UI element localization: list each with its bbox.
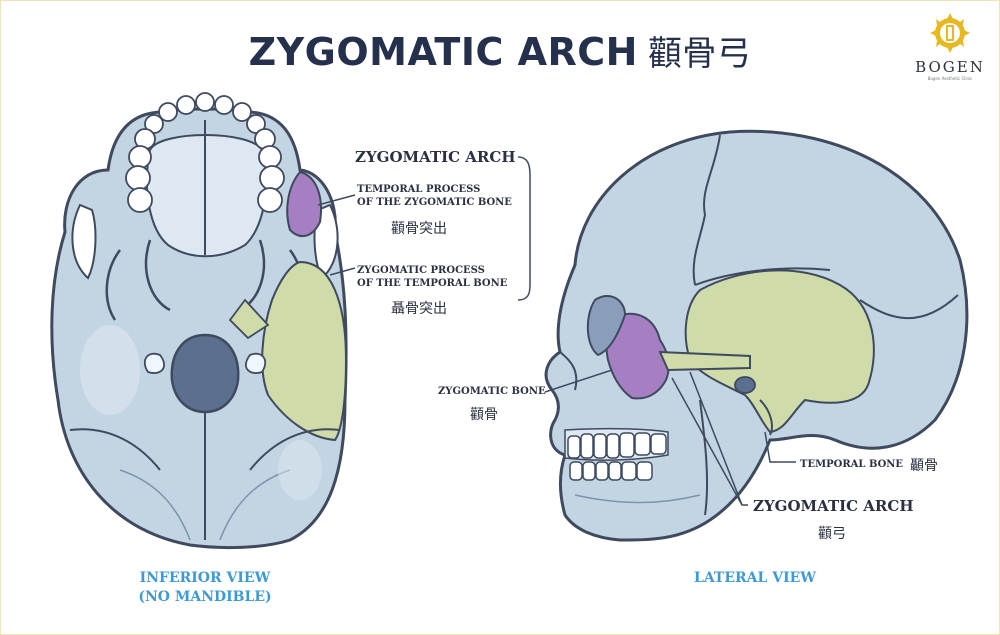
orbit bbox=[586, 295, 627, 357]
zygomatic-bone-label: ZYGOMATIC BONE bbox=[438, 386, 546, 397]
zygomatic-bone-lateral bbox=[605, 312, 670, 400]
inferior-arch-label: ZYGOMATIC ARCH bbox=[355, 148, 516, 166]
temporal-process-line2: OF THE ZYGOMATIC BONE bbox=[357, 197, 512, 208]
inferior-view-line2: (NO MANDIBLE) bbox=[138, 589, 272, 605]
temporal-bone-zh: 顳骨 bbox=[910, 458, 938, 474]
callout-lines bbox=[317, 156, 796, 506]
inferior-view-label: INFERIOR VIEW (NO MANDIBLE) bbox=[110, 569, 300, 607]
zygomatic-process-zh: 聶骨突出 bbox=[391, 301, 447, 317]
logo-name: BOGEN bbox=[915, 58, 985, 76]
lower-teeth-lateral bbox=[569, 461, 653, 481]
ear-canal bbox=[734, 376, 756, 394]
temporal-process-line1: TEMPORAL PROCESS bbox=[357, 184, 481, 195]
title-english: ZYGOMATIC ARCH bbox=[248, 30, 638, 74]
temporal-bone-label: TEMPORAL BONE bbox=[800, 459, 904, 470]
temporal-bone-inferior bbox=[261, 260, 348, 442]
zygomatic-bone-zh: 顴骨 bbox=[470, 407, 498, 423]
zygomatic-process-line1: ZYGOMATIC PROCESS bbox=[357, 265, 485, 276]
inferior-skull-outline bbox=[50, 107, 348, 550]
foramen-magnum bbox=[170, 333, 240, 414]
temporal-process-zh: 顴骨突出 bbox=[391, 221, 447, 237]
inferior-view-line1: INFERIOR VIEW bbox=[139, 570, 271, 586]
zygomatic-process-label: ZYGOMATIC PROCESS OF THE TEMPORAL BONE bbox=[357, 264, 507, 290]
zygomatic-process-line2: OF THE TEMPORAL BONE bbox=[357, 278, 508, 289]
lateral-arch-label: ZYGOMATIC ARCH bbox=[753, 497, 914, 515]
title-chinese: 顴骨弓 bbox=[647, 34, 752, 74]
upper-teeth bbox=[125, 92, 285, 213]
zygomatic-arch-lateral bbox=[658, 350, 751, 372]
inferior-view-skull bbox=[50, 92, 348, 550]
left-zygomatic-opening bbox=[71, 203, 97, 280]
lateral-arch-zh: 顴弓 bbox=[818, 526, 846, 542]
palate bbox=[145, 134, 267, 258]
lateral-view-skull bbox=[544, 129, 969, 542]
upper-teeth-lateral bbox=[567, 432, 667, 459]
temporal-process-label: TEMPORAL PROCESS OF THE ZYGOMATIC BONE bbox=[357, 183, 512, 209]
logo-emblem-icon bbox=[930, 13, 970, 53]
zygomatic-bone-inferior bbox=[286, 170, 322, 238]
logo-subtitle: Bogen Aesthetic Clinic bbox=[927, 76, 973, 81]
brand-logo: BOGEN Bogen Aesthetic Clinic bbox=[907, 12, 993, 81]
lateral-view-label: LATERAL VIEW bbox=[693, 570, 817, 586]
